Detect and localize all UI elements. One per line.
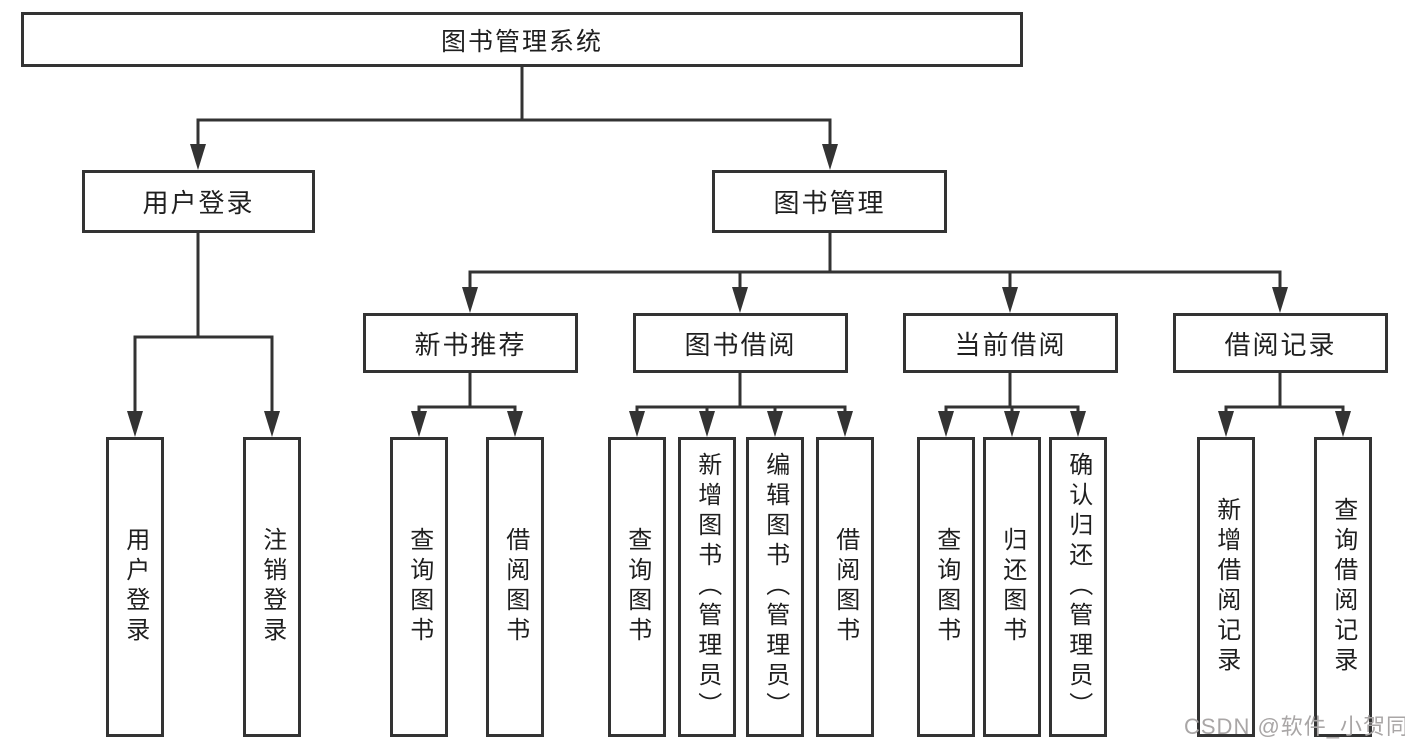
node-label: 查询图书 [405, 527, 433, 647]
arrow-down-icon [1335, 411, 1351, 437]
node-label: 查询借阅记录 [1329, 497, 1357, 677]
node-leaf-borrow-books-recommend: 借阅图书 [486, 437, 544, 737]
node-label: 归还图书 [998, 527, 1026, 647]
node-label: 编辑图书（管理员） [761, 452, 789, 722]
node-label: 图书借阅 [684, 329, 797, 360]
node-label: 借阅记录 [1224, 329, 1337, 360]
arrow-down-icon [127, 411, 143, 437]
node-book-management: 图书管理 [712, 170, 947, 233]
node-label: 用户登录 [142, 188, 255, 218]
node-label: 新增借阅记录 [1212, 497, 1240, 677]
node-label: 借阅图书 [501, 527, 529, 647]
node-label: 借阅图书 [831, 527, 859, 647]
arrow-down-icon [264, 411, 280, 437]
node-label: 图书管理 [773, 188, 886, 218]
arrow-down-icon [507, 411, 523, 437]
node-leaf-return-books: 归还图书 [983, 437, 1041, 737]
node-label: 查询图书 [623, 527, 651, 647]
arrow-down-icon [1272, 287, 1288, 313]
node-label: 查询图书 [932, 527, 960, 647]
node-leaf-add-books-admin: 新增图书（管理员） [678, 437, 736, 737]
node-label: 确认归还（管理员） [1064, 452, 1092, 722]
node-new-book-recommend: 新书推荐 [363, 313, 578, 373]
node-label: 新书推荐 [414, 329, 527, 360]
node-book-borrow: 图书借阅 [633, 313, 848, 373]
arrow-down-icon [767, 411, 783, 437]
node-current-borrow: 当前借阅 [903, 313, 1118, 373]
node-label: 图书管理系统 [440, 27, 603, 56]
node-root-system: 图书管理系统 [21, 12, 1023, 67]
arrow-down-icon [699, 411, 715, 437]
node-user-login: 用户登录 [82, 170, 315, 233]
node-label: 注销登录 [258, 527, 286, 647]
arrow-down-icon [1004, 411, 1020, 437]
arrowheads [127, 144, 1351, 437]
arrow-down-icon [411, 411, 427, 437]
node-leaf-query-books-current: 查询图书 [917, 437, 975, 737]
node-label: 新增图书（管理员） [693, 452, 721, 722]
arrow-down-icon [190, 144, 206, 170]
arrow-down-icon [629, 411, 645, 437]
node-leaf-logout: 注销登录 [243, 437, 301, 737]
node-leaf-query-books-recommend: 查询图书 [390, 437, 448, 737]
node-leaf-confirm-return-admin: 确认归还（管理员） [1049, 437, 1107, 737]
node-label: 当前借阅 [954, 329, 1067, 360]
node-borrow-records: 借阅记录 [1173, 313, 1388, 373]
node-leaf-query-books-borrow: 查询图书 [608, 437, 666, 737]
csdn-watermark: CSDN @软件_小贺同学 [1184, 714, 1405, 739]
arrow-down-icon [1002, 287, 1018, 313]
arrow-down-icon [837, 411, 853, 437]
arrow-down-icon [732, 287, 748, 313]
arrow-down-icon [1218, 411, 1234, 437]
arrow-down-icon [1070, 411, 1086, 437]
arrow-down-icon [462, 287, 478, 313]
node-leaf-query-borrow-record: 查询借阅记录 [1314, 437, 1372, 737]
node-leaf-edit-books-admin: 编辑图书（管理员） [746, 437, 804, 737]
node-leaf-add-borrow-record: 新增借阅记录 [1197, 437, 1255, 737]
arrow-down-icon [938, 411, 954, 437]
node-label: 用户登录 [121, 527, 149, 647]
arrow-down-icon [822, 144, 838, 170]
node-leaf-borrow-books: 借阅图书 [816, 437, 874, 737]
node-leaf-user-login: 用户登录 [106, 437, 164, 737]
